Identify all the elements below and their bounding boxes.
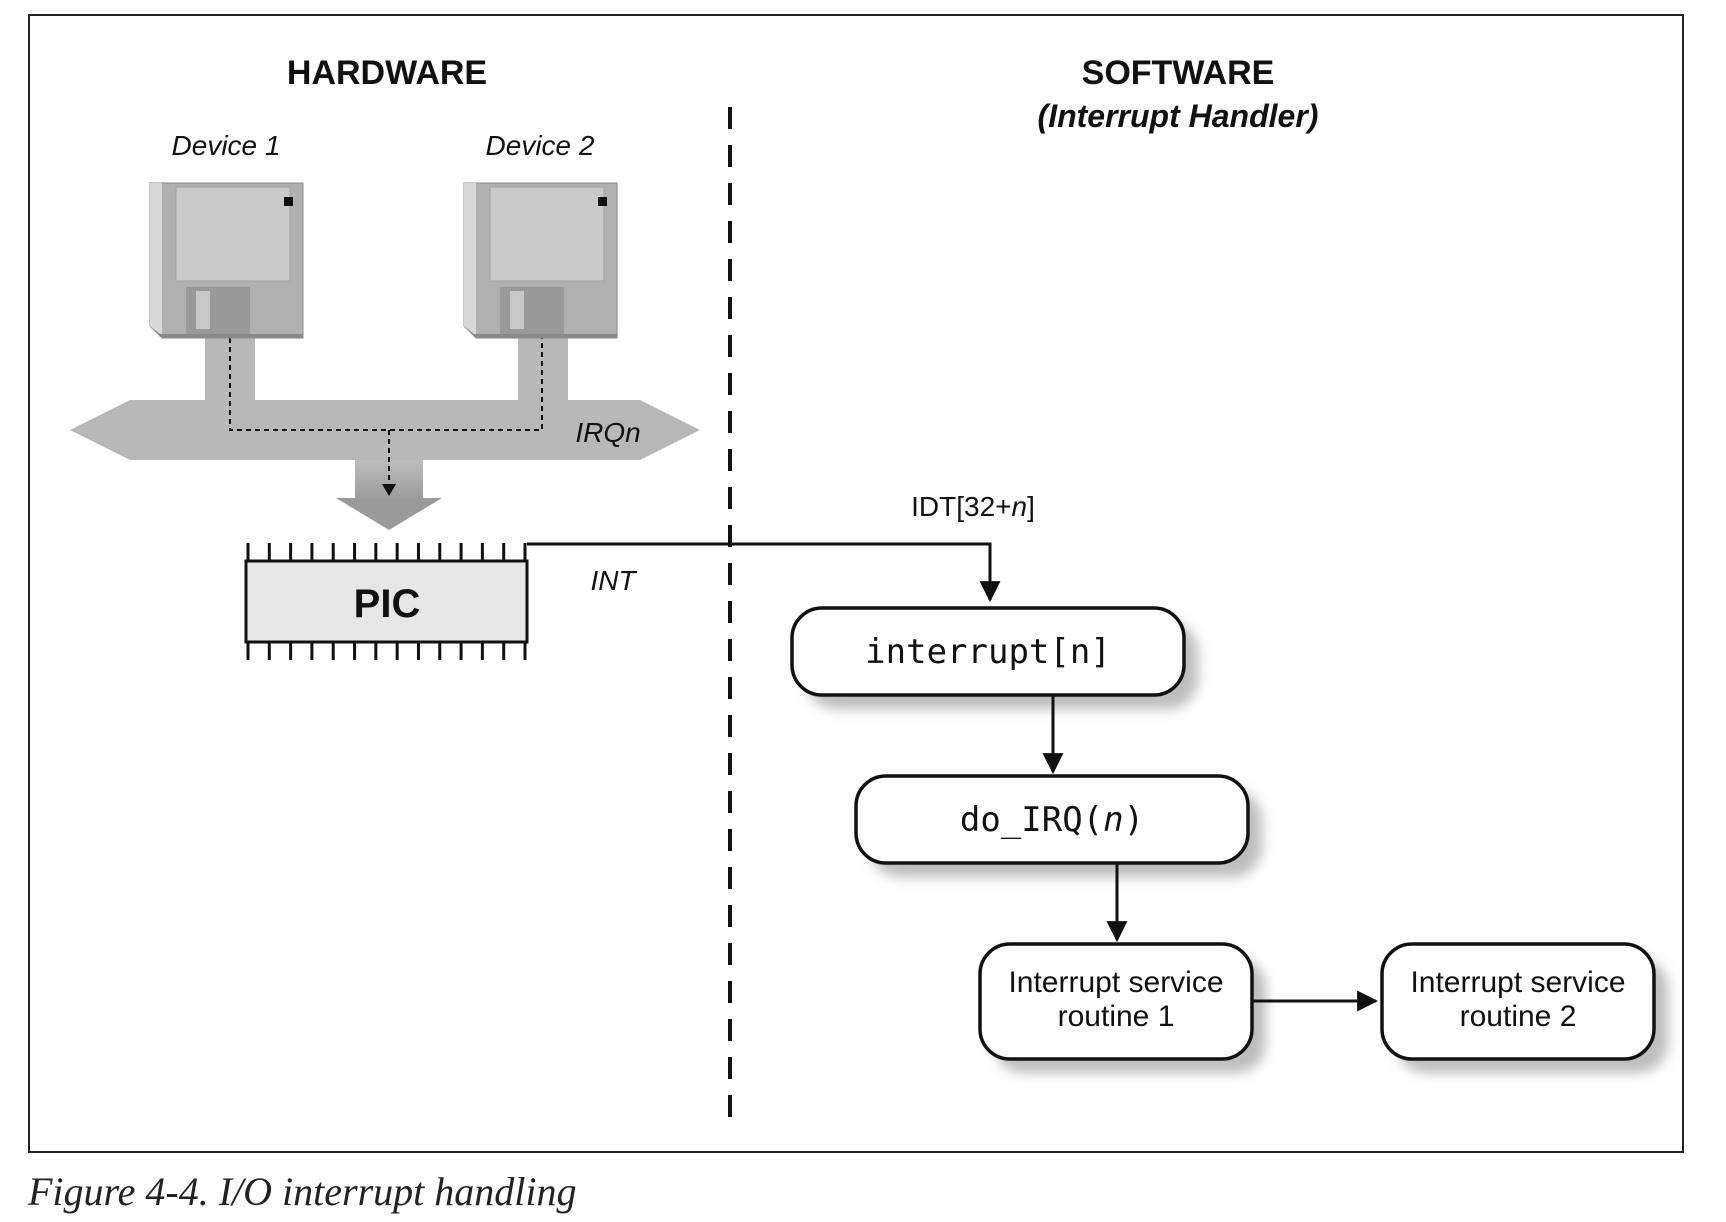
interrupt-node-label: interrupt[n] bbox=[865, 632, 1111, 672]
device-1-label: Device 1 bbox=[172, 130, 281, 161]
do-irq-node bbox=[854, 774, 1250, 865]
figure-frame bbox=[28, 14, 1684, 1153]
idt-label-var: n bbox=[1012, 491, 1028, 522]
idt-label-suffix: ] bbox=[1027, 491, 1035, 522]
isr1-line2: routine 1 bbox=[1058, 1000, 1175, 1033]
isr2-node bbox=[1380, 942, 1656, 1061]
device-2-floppy-icon bbox=[463, 182, 618, 339]
int-to-interrupt-arrow bbox=[527, 542, 1001, 603]
isr2-line2: routine 2 bbox=[1460, 1000, 1577, 1033]
do-irq-var: n bbox=[1103, 800, 1123, 840]
irq-signal-arrowhead bbox=[382, 484, 396, 496]
idt-label-prefix: IDT[32+ bbox=[911, 491, 1011, 522]
irq-signal-path bbox=[229, 338, 543, 492]
isr2-line1: Interrupt service bbox=[1410, 966, 1625, 999]
do-irq-suffix: ) bbox=[1124, 800, 1144, 840]
do-irq-prefix: do_IRQ( bbox=[960, 800, 1103, 840]
pic-label: PIC bbox=[354, 582, 421, 626]
do-irq-node-label: do_IRQ(n) bbox=[960, 800, 1144, 840]
software-subtitle: (Interrupt Handler) bbox=[1038, 98, 1319, 134]
figure-caption: Figure 4-4. I/O interrupt handling bbox=[28, 1169, 577, 1214]
interrupt-node bbox=[790, 606, 1186, 697]
hardware-title: HARDWARE bbox=[287, 54, 487, 92]
int-label: INT bbox=[590, 565, 637, 596]
irq-bus-label: IRQn bbox=[575, 417, 640, 448]
pic-chip bbox=[244, 543, 529, 660]
device-2-label: Device 2 bbox=[486, 130, 595, 161]
device-1-floppy-icon bbox=[149, 182, 304, 339]
isr1-line1: Interrupt service bbox=[1008, 966, 1223, 999]
idt-label: IDT[32+n] bbox=[911, 491, 1035, 522]
software-title: SOFTWARE bbox=[1082, 54, 1275, 92]
